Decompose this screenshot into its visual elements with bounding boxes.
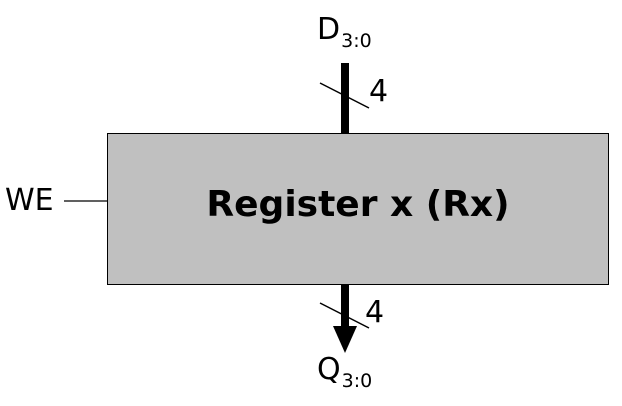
write-enable-label: WE [5, 183, 54, 218]
input-bus-width-slash [319, 82, 370, 109]
output-bus-width-label: 4 [365, 295, 385, 330]
input-bus-label: D3:0 [317, 12, 372, 51]
register-title: Register x (Rx) [206, 184, 510, 225]
input-bus-name: D [317, 12, 341, 47]
register-box: Register x (Rx) [107, 133, 609, 285]
output-bus-range: 3:0 [341, 370, 373, 392]
output-bus-width-slash [319, 302, 370, 329]
output-bus-label: Q3:0 [317, 352, 372, 391]
output-bus-arrowhead [333, 326, 357, 353]
input-bus-width-label: 4 [369, 74, 389, 109]
input-bus-range: 3:0 [341, 30, 372, 52]
output-bus-name: Q [317, 352, 341, 387]
